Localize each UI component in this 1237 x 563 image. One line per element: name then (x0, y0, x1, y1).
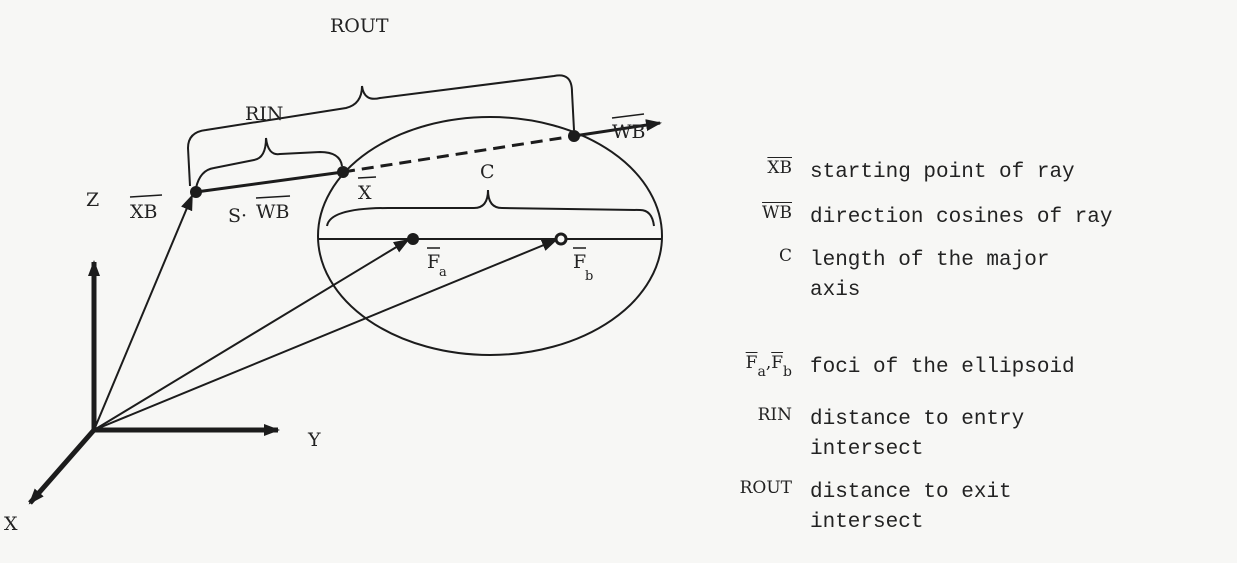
fb-vector (93, 239, 558, 431)
xb-vector (93, 194, 193, 431)
legend-description: length of the major axis (810, 249, 1050, 302)
axis-y-label: Y (307, 429, 321, 451)
legend-item-foci: Fa,Fb foci of the ellipsoid (700, 353, 1210, 383)
legend-description: starting point of ray (810, 161, 1075, 184)
legend-separator: , (765, 353, 772, 373)
legend: XB starting point of ray WB direction co… (700, 0, 1237, 563)
xb-left-overbar (129, 194, 163, 198)
fb-sub-label: b (585, 269, 593, 284)
s-dot-label: S· (228, 205, 247, 227)
wb-top-overbar (611, 113, 645, 119)
ellipsoid-outline (317, 116, 663, 356)
exit-point (568, 130, 580, 142)
ray-ellipsoid-diagram: C Z Y X ROUT RIN WB XB S· WB X F a F b (4, 15, 663, 535)
rout-label: ROUT (330, 15, 389, 37)
focus-a-point (407, 233, 419, 245)
legend-symbol: ROUT (739, 478, 792, 498)
s-wb-overbar (255, 195, 291, 199)
legend-item-c: C length of the major axis (700, 246, 1210, 306)
fa-vector (93, 238, 410, 431)
legend-symbol-fa: F (745, 353, 758, 373)
legend-description: direction cosines of ray (810, 206, 1113, 229)
legend-description: foci of the ellipsoid (810, 356, 1075, 379)
c-label: C (480, 161, 495, 183)
fb-label: F (573, 251, 586, 273)
s-wb-label: WB (256, 201, 290, 223)
axis-z-label: Z (86, 189, 99, 211)
rin-label: RIN (245, 103, 283, 125)
legend-description: distance to exit intersect (810, 481, 1012, 534)
legend-item-xb: XB starting point of ray (700, 158, 1210, 188)
entry-point-x (337, 166, 349, 178)
legend-symbol: C (778, 246, 792, 266)
x-point-overbar (357, 176, 377, 179)
ray-solid-segment (195, 170, 344, 194)
legend-description: distance to entry intersect (810, 408, 1025, 461)
legend-sub-a: a (757, 364, 766, 380)
x-point-label: X (358, 182, 372, 204)
legend-item-rin: RIN distance to entry intersect (700, 405, 1210, 465)
fa-label: F (427, 251, 440, 273)
wb-top-label: WB (612, 121, 646, 143)
rout-brace (186, 74, 575, 187)
legend-item-wb: WB direction cosines of ray (700, 203, 1210, 233)
ray-dashed-segment (342, 134, 575, 174)
x-axis (28, 428, 96, 505)
fa-sub-label: a (439, 265, 447, 280)
legend-symbol-fb: F (771, 353, 784, 373)
legend-symbol: WB (762, 203, 792, 223)
ray-exit-arrow (573, 119, 662, 138)
xb-point (190, 186, 202, 198)
legend-sub-b: b (783, 364, 792, 380)
legend-symbol: RIN (757, 405, 792, 425)
xb-left-label: XB (130, 201, 158, 223)
focus-b-point (554, 232, 568, 246)
axis-x-label: X (4, 513, 18, 535)
legend-item-rout: ROUT distance to exit intersect (700, 478, 1210, 538)
c-brace (326, 189, 655, 227)
rin-brace (195, 137, 343, 189)
legend-symbol: XB (767, 158, 792, 178)
